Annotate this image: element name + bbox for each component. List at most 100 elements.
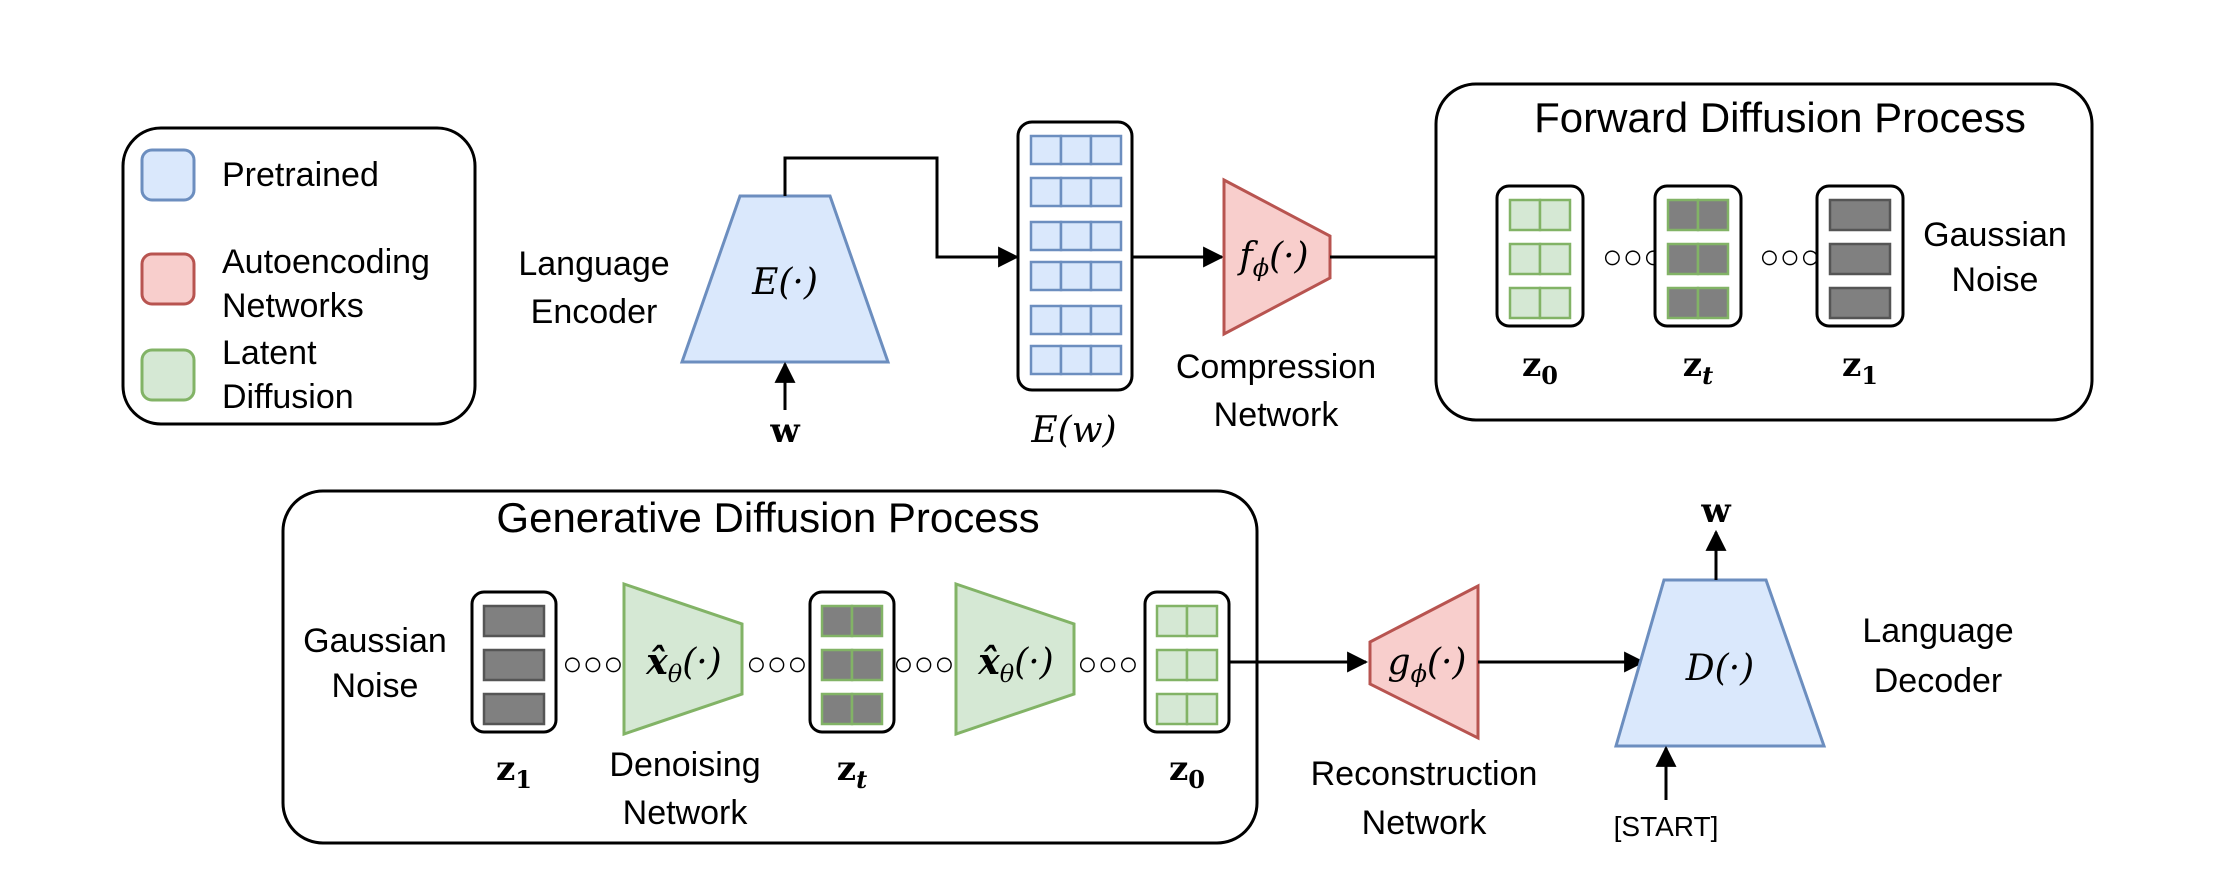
reconstruction-label-2: Network (1362, 804, 1488, 842)
encoder-trapezoid (679, 194, 891, 364)
embedding-cell (1029, 344, 1063, 376)
forward-noise-label-2: Noise (1952, 261, 2039, 299)
latent-cell (1538, 242, 1572, 276)
encoder-label-2: Encoder (531, 293, 658, 331)
latent-cell (1508, 242, 1542, 276)
embedding-cell (1029, 260, 1063, 292)
legend-autoencoding-label-2: Networks (222, 287, 364, 325)
embedding-cell (1059, 134, 1093, 166)
generative-dots-3: ○○○ (893, 645, 955, 683)
noise-bar (482, 692, 546, 726)
embedding-cell (1059, 220, 1093, 252)
latent-cell (1696, 198, 1730, 232)
noise-bar (1828, 242, 1892, 276)
generative-noise-label-1: Gaussian (303, 622, 447, 660)
embedding-cell (1089, 304, 1123, 336)
embedding-cell (1059, 176, 1093, 208)
compression-label-2: Network (1214, 396, 1340, 434)
forward-zt-label: zt (1683, 345, 1713, 390)
latent-cell (1538, 198, 1572, 232)
latent-cell (1185, 692, 1219, 726)
embedding-cell (1059, 344, 1093, 376)
latent-cell (1155, 604, 1189, 638)
latent-cell (1508, 198, 1542, 232)
noise-bar (482, 648, 546, 682)
latent-cell (1155, 692, 1189, 726)
language-decoder: D(·) w [START] Language Decoder (1614, 491, 2014, 842)
decoder-symbol: D(·) (1685, 648, 1754, 689)
forward-diffusion-process: Forward Diffusion Process ○○○ ○○○ z0 zt … (1434, 82, 2094, 422)
embedding-cell (1089, 260, 1123, 292)
latent-cell (820, 604, 854, 638)
generative-z0-label: z0 (1169, 749, 1205, 794)
embedding-label: E(w) (1030, 410, 1116, 451)
legend-pretrained-swatch (140, 148, 196, 202)
generative-diffusion-process: Generative Diffusion Process Gaussian No… (281, 489, 1259, 845)
noise-bar (1828, 286, 1892, 320)
compression-network: fϕ(·) Compression Network (1176, 177, 1376, 434)
decoder-trapezoid (1614, 578, 1827, 748)
latent-cell (1666, 242, 1700, 276)
embedding-cell (1029, 134, 1063, 166)
compression-label-1: Compression (1176, 348, 1376, 386)
embedding-cell (1029, 304, 1063, 336)
forward-frame (1434, 82, 2094, 422)
generative-dots-1: ○○○ (562, 645, 624, 683)
latent-cell (1185, 604, 1219, 638)
legend: Pretrained Autoencoding Networks Latent … (121, 126, 477, 426)
denoising-symbol-1: x̂θ(·) (645, 641, 721, 688)
generative-dots-4: ○○○ (1077, 645, 1139, 683)
denoising-network-1 (622, 581, 744, 737)
generative-z1-label: z1 (496, 749, 532, 794)
forward-z1-label: z1 (1842, 345, 1878, 390)
latent-cell (1666, 286, 1700, 320)
compression-symbol: fϕ(·) (1236, 236, 1308, 282)
compression-shape (1222, 177, 1332, 337)
noise-bar (482, 604, 546, 638)
embedding-cell (1059, 260, 1093, 292)
encoder-input-w: w (769, 411, 800, 451)
reconstruction-label-1: Reconstruction (1311, 755, 1538, 793)
reconstruction-shape (1368, 583, 1480, 741)
denoising-label-1: Denoising (609, 746, 760, 784)
legend-autoencoding-label-1: Autoencoding (222, 243, 430, 281)
decoder-label-2: Decoder (1874, 662, 2003, 700)
embedding-stack: E(w) (1016, 120, 1134, 451)
latent-cell (850, 648, 884, 682)
forward-dots-2: ○○○ (1759, 238, 1821, 276)
latent-cell (1155, 648, 1189, 682)
encoder-to-embedding-arrow (783, 156, 1020, 268)
reconstruction-network: gϕ(·) Reconstruction Network (1311, 583, 1538, 842)
embedding-cell (1089, 176, 1123, 208)
generative-frame (281, 489, 1259, 845)
latent-cell (1538, 286, 1572, 320)
latent-cell (1696, 286, 1730, 320)
language-encoder: Language Encoder E(·) w (518, 194, 891, 451)
generative-noise-label-2: Noise (332, 667, 419, 705)
embedding-cell (1089, 344, 1123, 376)
generative-dots-2: ○○○ (746, 645, 808, 683)
forward-z0-label: z0 (1522, 345, 1558, 390)
embedding-cell (1089, 220, 1123, 252)
denoising-symbol-2: x̂θ(·) (977, 641, 1053, 688)
encoder-symbol: E(·) (751, 262, 818, 303)
latent-cell (820, 648, 854, 682)
denoising-network-2 (954, 581, 1076, 737)
generative-zt-label: zt (837, 749, 867, 794)
legend-latent-label-2: Diffusion (222, 378, 354, 416)
latent-cell (850, 604, 884, 638)
forward-title: Forward Diffusion Process (1534, 94, 2026, 141)
generative-title: Generative Diffusion Process (496, 494, 1039, 541)
decoder-output-w: w (1700, 491, 1731, 531)
decoder-label-1: Language (1862, 612, 2013, 650)
embedding-cell (1029, 220, 1063, 252)
legend-pretrained-label: Pretrained (222, 156, 379, 194)
embedding-cell (1029, 176, 1063, 208)
embedding-cell (1089, 134, 1123, 166)
encoder-label-1: Language (518, 245, 669, 283)
decoder-start-token: [START] (1614, 811, 1719, 842)
latent-cell (1508, 286, 1542, 320)
forward-noise-label-1: Gaussian (1923, 216, 2067, 254)
latent-cell (850, 692, 884, 726)
